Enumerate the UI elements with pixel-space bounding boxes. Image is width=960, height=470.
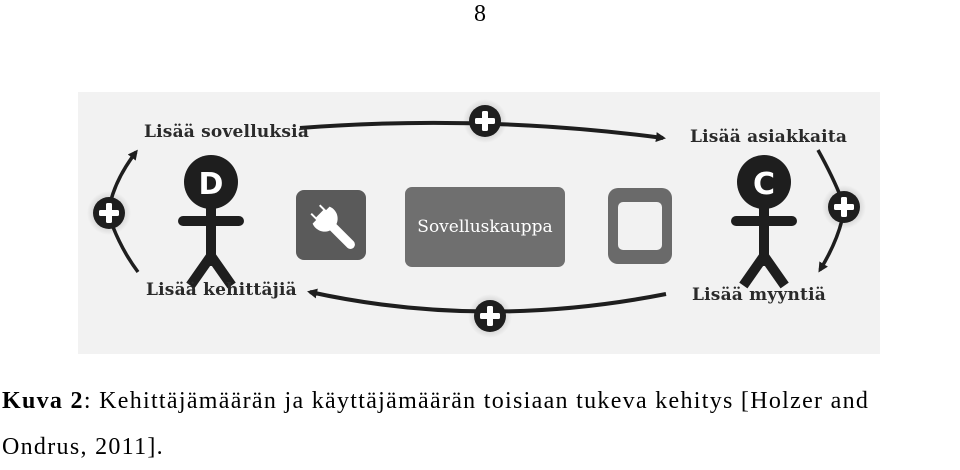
- tablet-icon: [608, 188, 672, 264]
- developer-letter: D: [198, 166, 224, 202]
- caption-text: Kehittäjämäärän ja käyttäjämäärän toisia…: [2, 388, 870, 460]
- plus-icon: [822, 185, 866, 229]
- wrench-icon: [296, 190, 366, 260]
- diagram-arrows: [87, 99, 866, 338]
- developer-figure-icon: [178, 155, 244, 289]
- label-more-developers: Lisää kehittäjiä: [146, 280, 297, 300]
- plus-icon: [87, 191, 131, 235]
- label-more-sales: Lisää myyntiä: [692, 285, 826, 305]
- app-store-box: Sovelluskauppa: [405, 187, 565, 267]
- app-store-label: Sovelluskauppa: [417, 217, 553, 237]
- page-number: 8: [474, 1, 486, 27]
- label-more-customers: Lisää asiakkaita: [690, 127, 848, 147]
- caption-label: Kuva 2: [2, 388, 84, 414]
- plus-icon: [468, 294, 512, 338]
- left-arrow-down: [111, 226, 140, 274]
- caption-separator: :: [83, 388, 100, 414]
- plus-icon: [463, 99, 507, 143]
- customer-figure-icon: [731, 155, 797, 289]
- figure-caption: Kuva 2: Kehittäjämäärän ja käyttäjämäärä…: [2, 378, 960, 470]
- label-more-apps: Lisää sovelluksia: [144, 122, 310, 142]
- customer-letter: C: [752, 166, 776, 202]
- ecosystem-diagram: Lisää sovelluksia Lisää asiakkaita Lisää…: [78, 92, 880, 354]
